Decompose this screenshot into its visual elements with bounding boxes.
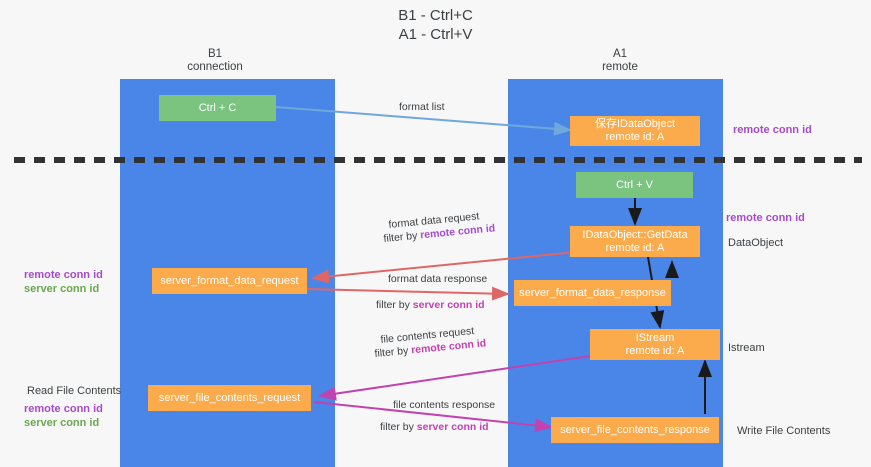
node-idataobject-getdata-sublabel: remote id: A: [605, 241, 665, 254]
node-server-format-data-response-label: server_format_data_response: [519, 286, 666, 299]
filter-key-server-conn-id-2: server conn id: [416, 421, 489, 433]
right-label-remote-conn-id-middle: remote conn id: [726, 212, 805, 224]
left-label-read-file-contents: Read File Contents: [27, 385, 122, 397]
node-save-idataobject[interactable]: 保存IDataObject remote id: A: [570, 116, 700, 146]
node-ctrl-c[interactable]: Ctrl + C: [159, 95, 276, 121]
node-server-format-data-response[interactable]: server_format_data_response: [514, 280, 671, 306]
left-label-server-conn-id-1: server conn id: [24, 283, 100, 295]
node-ctrl-v-label: Ctrl + V: [616, 178, 653, 191]
node-istream-label: IStream: [635, 331, 675, 344]
node-server-file-contents-request[interactable]: server_file_contents_request: [148, 385, 311, 411]
left-label-remote-conn-id-1: remote conn id: [24, 269, 103, 281]
edge-label-format-data-response-filter: filter by server conn id: [376, 299, 485, 311]
node-server-file-contents-request-label: server_file_contents_request: [158, 391, 301, 404]
right-label-remote-conn-id-top: remote conn id: [733, 124, 812, 136]
node-ctrl-c-label: Ctrl + C: [198, 101, 237, 114]
left-label-remote-conn-id-2: remote conn id: [24, 403, 103, 415]
column-header-b1: B1 connection: [187, 48, 243, 73]
node-ctrl-v[interactable]: Ctrl + V: [576, 172, 693, 198]
node-server-file-contents-response[interactable]: server_file_contents_response: [551, 417, 719, 443]
edge-label-format-data-response: format data response: [388, 273, 488, 285]
node-server-format-data-request[interactable]: server_format_data_request: [152, 268, 307, 294]
node-server-file-contents-response-label: server_file_contents_response: [560, 423, 710, 436]
node-istream[interactable]: IStream remote id: A: [590, 329, 720, 360]
node-idataobject-getdata[interactable]: IDataObject::GetData remote id: A: [570, 226, 700, 257]
node-istream-sublabel: remote id: A: [625, 344, 685, 357]
filter-key-server-conn-id: server conn id: [412, 299, 485, 311]
right-label-write-file-contents: Write File Contents: [737, 425, 831, 437]
edge-format-data-response: [305, 286, 510, 301]
edge-label-format-list: format list: [399, 101, 445, 113]
edge-label-file-contents-response: file contents response: [393, 399, 496, 411]
column-header-a1: A1 remote: [602, 48, 638, 73]
diagram-title: B1 - Ctrl+C A1 - Ctrl+V: [398, 7, 473, 43]
node-server-format-data-request-label: server_format_data_request: [160, 274, 299, 287]
edge-label-file-contents-response-filter: filter by server conn id: [380, 421, 489, 433]
node-save-idataobject-sublabel: remote id: A: [605, 131, 665, 143]
node-idataobject-getdata-label: IDataObject::GetData: [582, 228, 688, 241]
left-label-server-conn-id-2: server conn id: [24, 417, 100, 429]
right-label-dataobject: DataObject: [728, 237, 784, 249]
node-save-idataobject-label: 保存IDataObject: [594, 118, 676, 130]
right-label-istream: Istream: [728, 342, 765, 354]
